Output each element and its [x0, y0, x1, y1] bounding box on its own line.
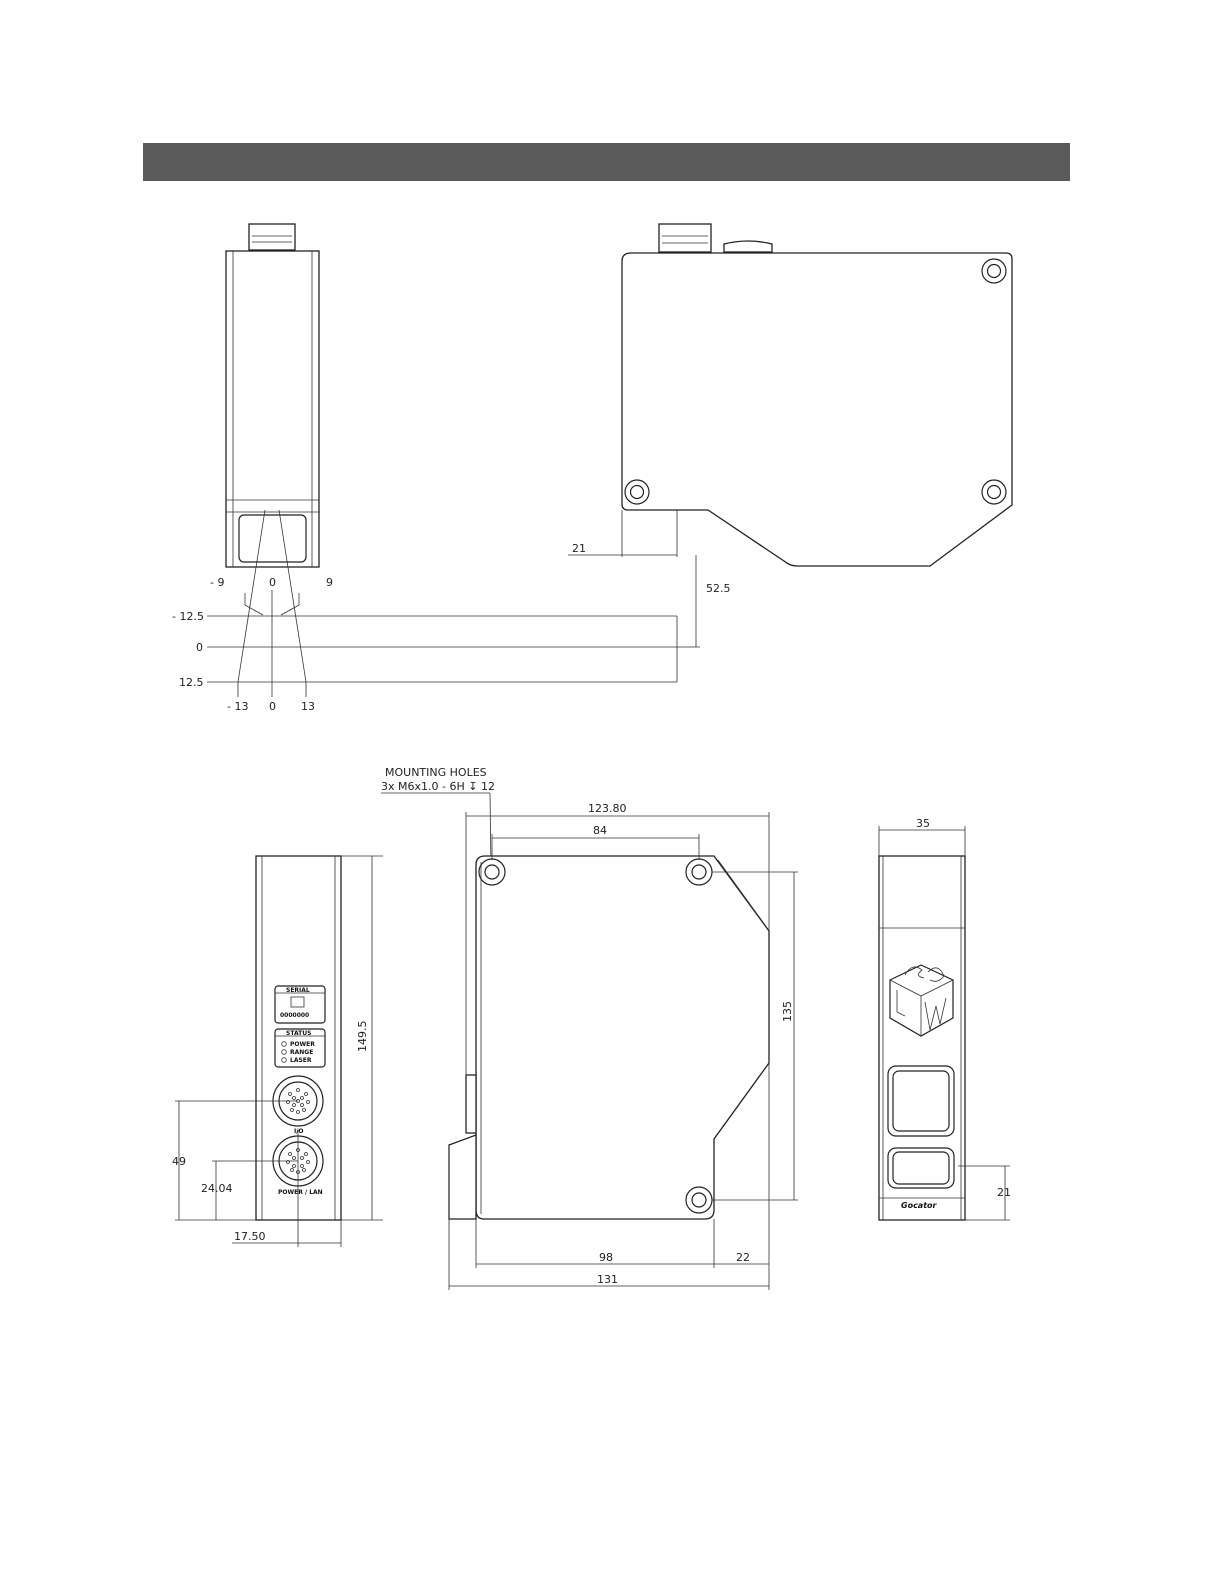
label-row-mid: 0	[196, 641, 203, 654]
serial-number: 0000000	[280, 1012, 309, 1019]
label-bottom-right: 13	[301, 700, 315, 713]
brand-label: Gocator	[901, 1201, 938, 1210]
dim-49: 49	[172, 1155, 186, 1168]
dim-22: 22	[736, 1251, 750, 1264]
dim-21-top: 21	[572, 542, 586, 555]
dim-21-front: 21	[997, 1186, 1011, 1199]
dim-35: 35	[916, 817, 930, 830]
label-bottom-center: 0	[269, 700, 276, 713]
top-side-view	[226, 224, 319, 697]
power-lan-label: POWER / LAN	[278, 1189, 323, 1196]
top-main-view	[568, 224, 1012, 647]
status-item-power: POWER	[290, 1041, 315, 1048]
dim-17-50: 17.50	[234, 1230, 266, 1243]
dim-52-5: 52.5	[706, 582, 731, 595]
status-item-laser: LASER	[290, 1057, 312, 1064]
bottom-main-view	[449, 812, 798, 1290]
status-item-range: RANGE	[290, 1049, 313, 1056]
label-top-center: 0	[269, 576, 276, 589]
io-label: I/O	[294, 1128, 304, 1135]
dim-135: 135	[781, 1001, 794, 1022]
dim-123-80: 123.80	[588, 802, 627, 815]
dim-98: 98	[599, 1251, 613, 1264]
serial-label: SERIAL	[286, 987, 310, 994]
label-row-lower: 12.5	[179, 676, 204, 689]
dim-131: 131	[597, 1273, 618, 1286]
mounting-note-title: MOUNTING HOLES	[385, 766, 487, 779]
status-label: STATUS	[286, 1030, 311, 1037]
label-top-left: - 9	[210, 576, 224, 589]
label-bottom-left: - 13	[227, 700, 248, 713]
label-row-upper: - 12.5	[172, 610, 204, 623]
label-top-right: 9	[326, 576, 333, 589]
dim-149-5: 149.5	[356, 1021, 369, 1053]
dim-84: 84	[593, 824, 607, 837]
mounting-note-spec: 3x M6x1.0 - 6H ↧ 12	[381, 780, 495, 793]
front-view	[879, 826, 1010, 1220]
dim-24-04: 24.04	[201, 1182, 233, 1195]
measurement-range-lines	[207, 616, 677, 682]
